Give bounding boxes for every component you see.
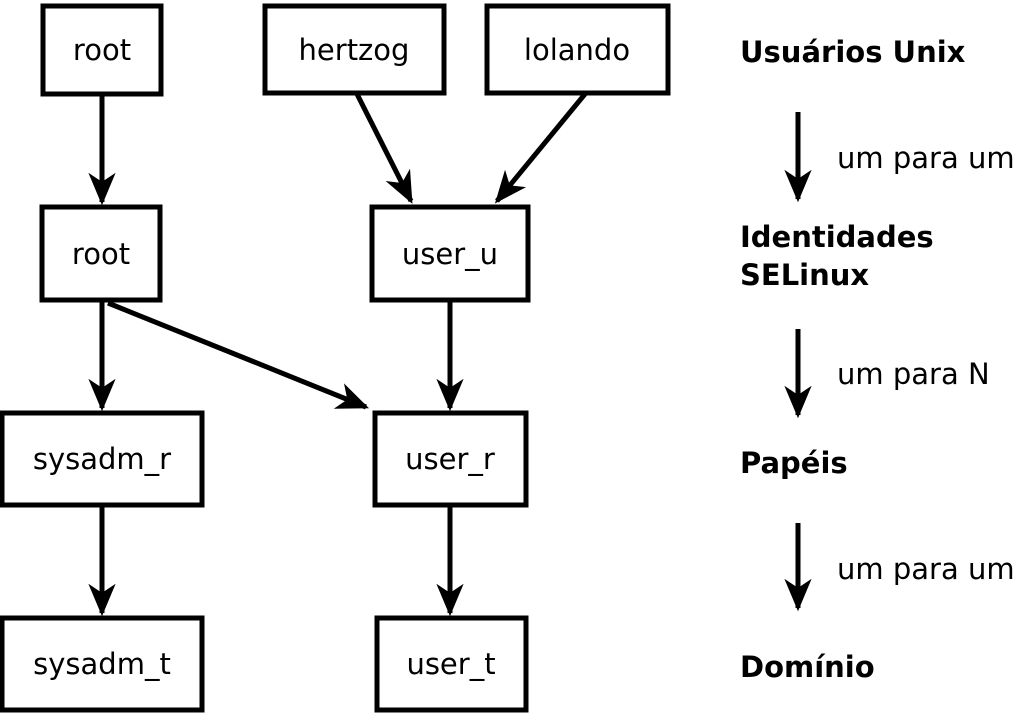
box-domain-sysadm-t-label: sysadm_t bbox=[33, 647, 171, 681]
legend-label-one-to-one-2: um para um bbox=[837, 552, 1015, 586]
box-domain-user-t-label: user_t bbox=[406, 647, 495, 681]
box-unix-hertzog: hertzog bbox=[262, 3, 447, 96]
box-selinux-root-label: root bbox=[72, 237, 130, 271]
box-role-user-r: user_r bbox=[372, 410, 529, 508]
legend-heading-domain: Domínio bbox=[740, 650, 875, 684]
box-selinux-root: root bbox=[39, 204, 163, 303]
box-domain-sysadm-t-rect bbox=[0, 615, 205, 713]
box-role-sysadm-r-label: sysadm_r bbox=[33, 442, 171, 476]
legend-heading-unix-users: Usuários Unix bbox=[740, 35, 966, 69]
box-unix-root-label: root bbox=[73, 33, 131, 67]
legend-heading-identities-line2: SELinux bbox=[740, 258, 869, 292]
box-unix-root: root bbox=[40, 3, 164, 97]
box-domain-user-t: user_t bbox=[374, 615, 529, 713]
box-selinux-user-u: user_u bbox=[369, 204, 531, 303]
legend-label-one-to-n: um para N bbox=[837, 357, 990, 391]
box-unix-hertzog-label: hertzog bbox=[299, 33, 410, 67]
box-domain-user-t-rect bbox=[374, 615, 529, 713]
arrow-lolando-to-useru bbox=[494, 92, 587, 204]
box-unix-hertzog-rect bbox=[262, 3, 447, 96]
legend-heading-roles: Papéis bbox=[740, 446, 848, 480]
box-selinux-user-u-label: user_u bbox=[402, 237, 498, 271]
box-role-sysadm-r-rect bbox=[0, 410, 205, 508]
box-unix-lolando-label: lolando bbox=[524, 33, 630, 67]
box-role-sysadm-r: sysadm_r bbox=[0, 410, 205, 508]
box-unix-lolando-rect bbox=[484, 3, 671, 96]
legend-label-one-to-one-1: um para um bbox=[837, 141, 1015, 175]
arrow-hertzog-to-useru bbox=[354, 92, 414, 204]
box-domain-sysadm-t: sysadm_t bbox=[0, 615, 205, 713]
box-role-user-r-label: user_r bbox=[405, 442, 495, 476]
box-role-user-r-rect bbox=[372, 410, 529, 508]
box-selinux-user-u-rect bbox=[369, 204, 531, 303]
box-unix-root-rect bbox=[40, 3, 164, 97]
box-unix-lolando: lolando bbox=[484, 3, 671, 96]
legend-heading-identities-line1: Identidades bbox=[740, 220, 934, 254]
box-selinux-root-rect bbox=[39, 204, 163, 303]
arrow-selinuxroot-to-userr bbox=[107, 300, 370, 410]
